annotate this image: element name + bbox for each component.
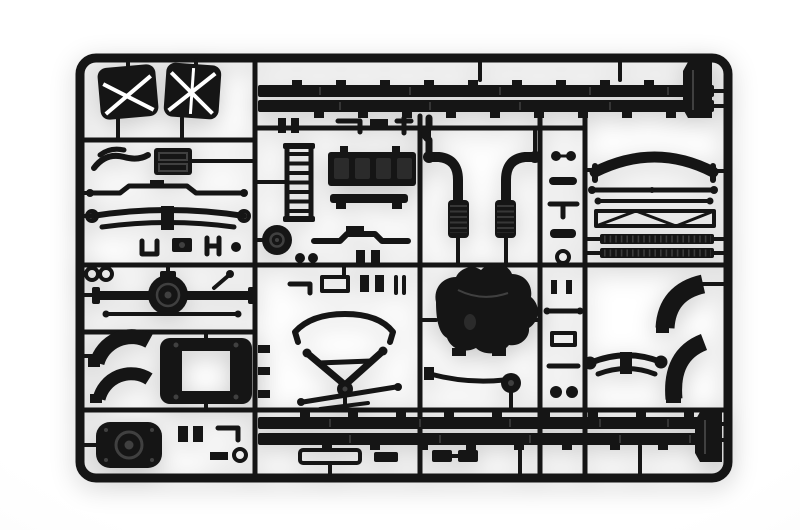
stepped-rod: [311, 226, 411, 244]
exhaust-stack-right: [501, 151, 541, 211]
linkage-fittings-column: [543, 151, 584, 398]
runner-stubs: [82, 58, 728, 476]
front-axle: [92, 270, 256, 315]
quarter-fender-bottom: [665, 334, 708, 403]
tread-plate-b: [600, 248, 714, 258]
end-bracket-top-right: [683, 62, 712, 118]
small-fittings-top: [278, 115, 414, 136]
model-kit-sprue: [75, 53, 733, 483]
sprue-frame: [75, 53, 733, 483]
differential-housing: [96, 422, 162, 468]
pulley-disc: [262, 225, 292, 255]
torsion-bar: [86, 180, 248, 197]
ring-pair-left: [84, 266, 114, 282]
small-fittings-center-a: [295, 250, 380, 265]
chassis-rail-bottom-a: [258, 412, 710, 429]
rear-crossmember-curved: [589, 151, 719, 183]
cab-cowl-panel: [435, 263, 538, 356]
muffler-left: [448, 200, 469, 238]
clip-nubs-center-left: [258, 345, 270, 398]
exhaust-elbow-small: [421, 114, 433, 156]
leaf-spring-right: [583, 352, 668, 377]
small-brackets-left: [139, 235, 241, 257]
small-fittings-bottom-left: [178, 425, 248, 463]
tie-rod-under-axle: [102, 310, 242, 318]
lattice-crossmember: [594, 209, 716, 228]
exhaust-stack-left: [423, 151, 463, 211]
radiator-ladder: [283, 143, 315, 222]
engine-bar: [330, 194, 408, 209]
mudguard-left-a: [88, 329, 153, 367]
chassis-rail-top-b: [258, 100, 714, 118]
muffler-right: [495, 200, 516, 238]
leaf-spring-front: [85, 206, 251, 230]
small-fittings-center-b: [287, 275, 406, 296]
cab-panel-left: [97, 64, 159, 120]
subframe-ring: [160, 338, 252, 404]
quarter-fender-top: [655, 274, 706, 333]
chassis-rail-top-a: [258, 80, 714, 97]
small-parts-bottom-center: [298, 448, 478, 465]
drag-link: [297, 383, 402, 411]
chassis-rail-bottom-b: [258, 433, 710, 450]
cab-step-box: [154, 148, 192, 175]
cylinder-head: [328, 146, 416, 186]
curved-bracket-left: [91, 146, 151, 171]
tie-rod-long-b: [594, 197, 714, 205]
cab-panel-right: [163, 62, 222, 120]
mudguard-left-b: [90, 367, 153, 403]
gear-lever: [424, 367, 521, 393]
sway-bar: [292, 311, 396, 345]
end-bracket-bottom-right: [695, 412, 722, 462]
tread-plate-a: [600, 234, 714, 244]
tie-rod-long-a: [588, 186, 718, 194]
